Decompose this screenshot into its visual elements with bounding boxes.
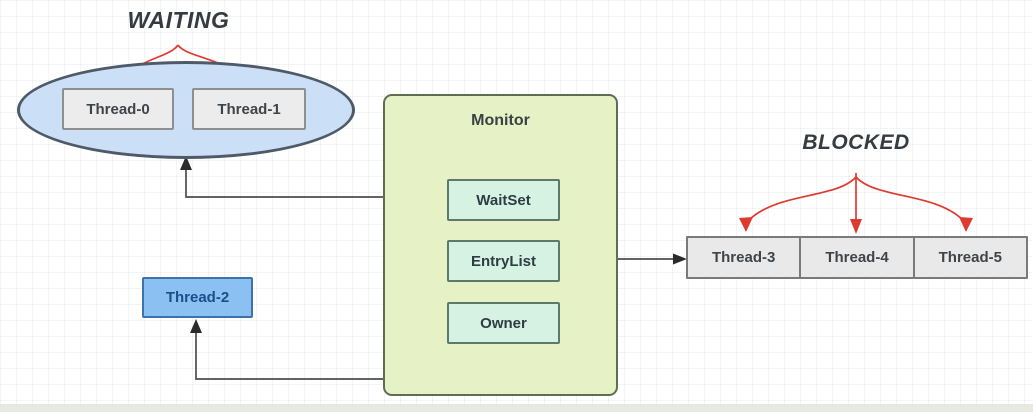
node-thread-5: Thread-5 (912, 238, 1026, 277)
canvas-bottom-edge (0, 404, 1033, 412)
blocked-arrowhead-thread-5 (959, 217, 973, 232)
blocked-arrowhead-thread-3 (739, 217, 753, 232)
node-thread-0: Thread-0 (62, 88, 174, 130)
node-thread-4: Thread-4 (799, 238, 912, 277)
blocked-threads-row: Thread-3 Thread-4 Thread-5 (686, 236, 1028, 279)
monitor-slot-waitset: WaitSet (447, 179, 560, 221)
node-thread-2: Thread-2 (142, 277, 253, 318)
blocked-brace-right (855, 176, 964, 221)
monitor-slot-entrylist: EntryList (447, 240, 560, 282)
monitor-title: Monitor (471, 112, 530, 129)
blocked-arrowhead-thread-4 (850, 219, 862, 234)
arrowhead-into-thread-2 (190, 319, 202, 333)
monitor-container: Monitor WaitSet EntryList Owner (383, 94, 618, 396)
node-thread-3: Thread-3 (711, 249, 776, 266)
node-thread-1: Thread-1 (192, 88, 306, 130)
arrowhead-into-thread-3 (673, 253, 687, 265)
waiting-state-label: WAITING (127, 7, 230, 33)
blocked-brace-left (748, 176, 857, 221)
blocked-state-label: BLOCKED (802, 131, 910, 154)
monitor-slot-owner: Owner (447, 302, 560, 344)
